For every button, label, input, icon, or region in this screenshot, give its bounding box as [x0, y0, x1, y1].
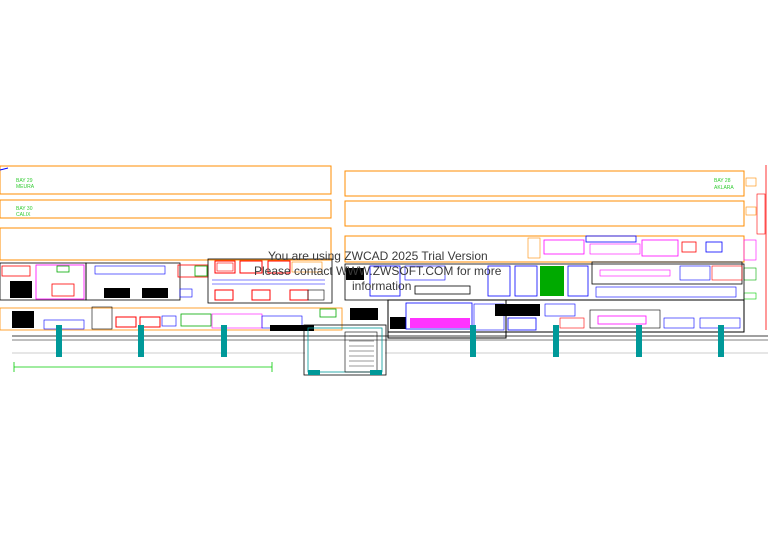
left-lower-band [0, 306, 378, 331]
stair-core [303, 324, 387, 376]
bay-left-lower-outline [0, 227, 332, 261]
structural-columns [56, 325, 724, 357]
right-edge-details [743, 165, 767, 330]
dimension-line [13, 362, 273, 372]
bay-30-outline [0, 199, 332, 219]
bay-30-name: CALIX [16, 212, 31, 218]
watermark-line-3: information [352, 279, 412, 293]
bay-30-code: BAY 30 [16, 206, 33, 212]
watermark-line-1: You are using ZWCAD 2025 Trial Version [268, 249, 488, 263]
right-top-small-equipment [527, 235, 723, 259]
right-equipment-upper [344, 261, 745, 301]
bay-28-outline [344, 170, 745, 197]
bay-right-middle-outline [344, 200, 745, 227]
watermark-line-2: Please contact WWW.ZWSOFT.COM for more [254, 264, 502, 278]
bay-29-marker [0, 167, 9, 171]
left-equipment-upper [0, 262, 209, 301]
left-center-equipment [207, 258, 333, 304]
bay-28-code: BAY 28 [714, 178, 731, 184]
bay-29-outline [0, 165, 332, 195]
right-lower-band [387, 299, 745, 339]
bay-28-name: AKLARA [714, 185, 734, 191]
bay-29-name: MEURA [16, 184, 35, 190]
bay-29-code: BAY 29 [16, 178, 33, 184]
